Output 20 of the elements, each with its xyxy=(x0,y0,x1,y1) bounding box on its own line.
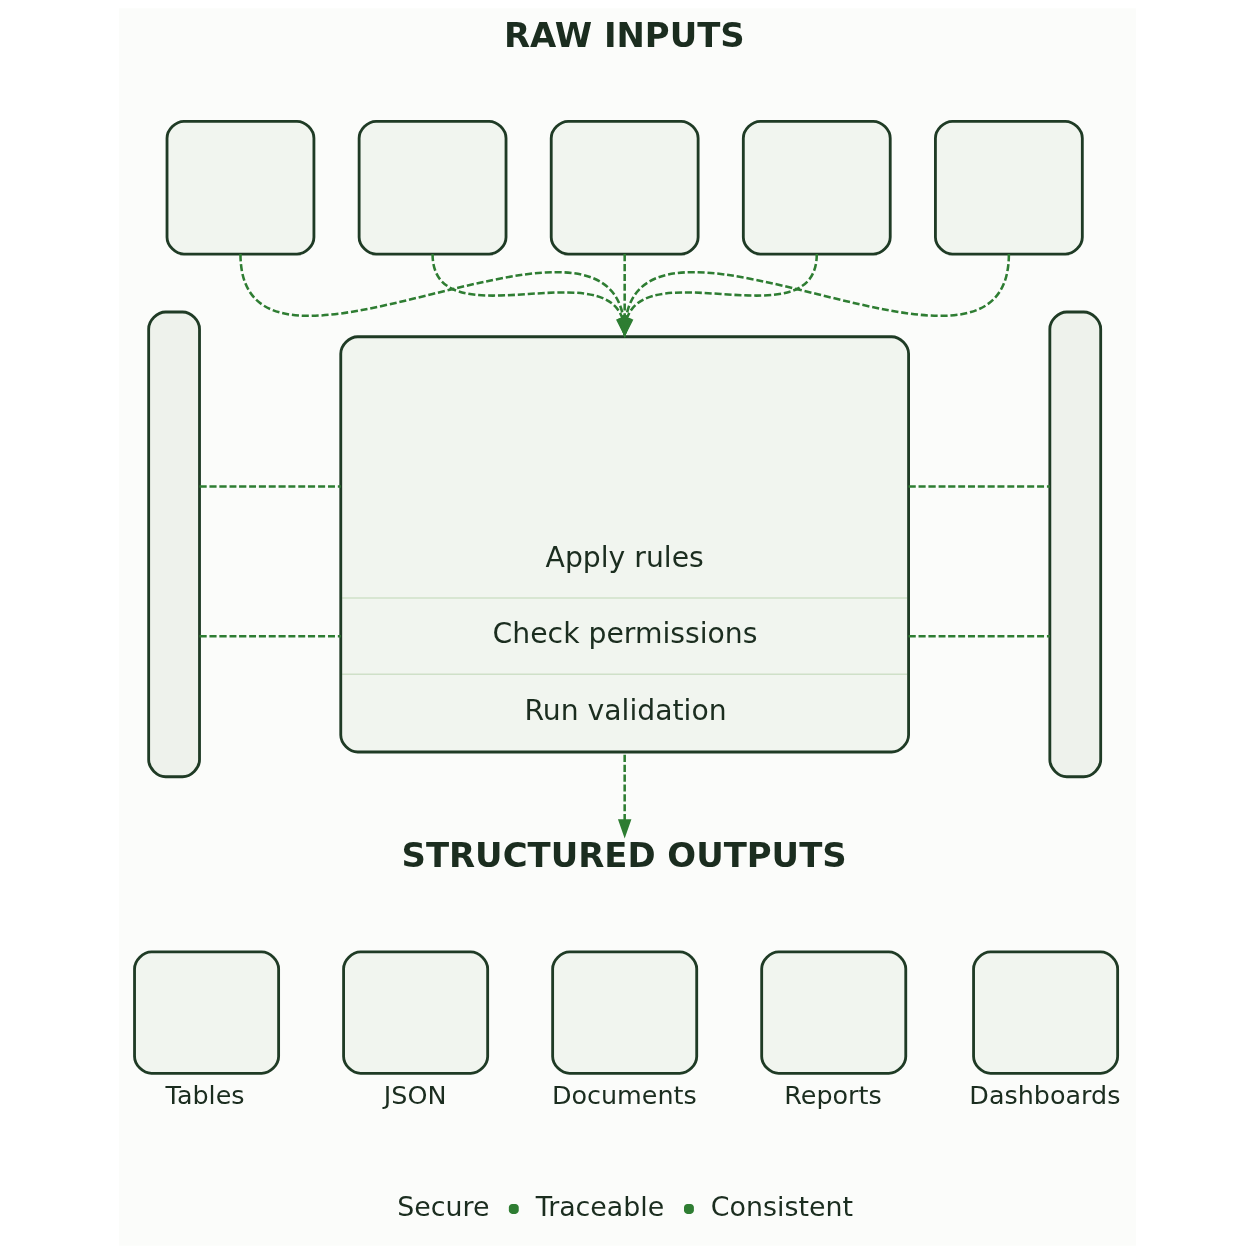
node-label: JSON xyxy=(383,1079,446,1110)
connector xyxy=(908,485,1050,488)
node-text: STRUCTURED OUTPUTS xyxy=(401,836,847,876)
connector xyxy=(199,485,341,488)
node-box xyxy=(357,119,507,256)
node-label: Tables xyxy=(165,1079,245,1110)
label: Secure xyxy=(396,1190,490,1222)
node-box xyxy=(549,119,700,256)
connector xyxy=(199,634,341,638)
node-label: Reports xyxy=(783,1079,882,1110)
arrow xyxy=(617,754,631,839)
node-box xyxy=(741,119,892,256)
node-box xyxy=(165,119,315,256)
node-label: Documents xyxy=(551,1079,697,1110)
label: Traceable xyxy=(535,1190,664,1222)
label: Consistent xyxy=(710,1190,853,1222)
label: RAW INPUTS xyxy=(503,15,745,55)
node-label: Dashboards xyxy=(968,1079,1120,1110)
node-box xyxy=(933,119,1084,256)
connector xyxy=(908,634,1050,638)
